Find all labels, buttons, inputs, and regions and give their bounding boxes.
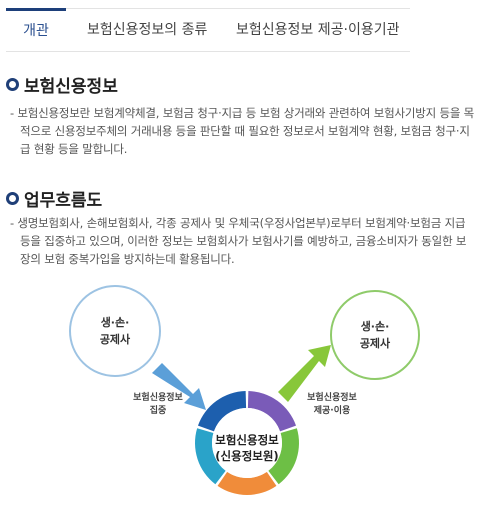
donut-segment-3 (195, 428, 226, 485)
section-body-insurance-credit-info: - 보험신용정보란 보험계약체결, 보험금 청구·지급 등 보험 상거래와 관련… (10, 106, 475, 156)
insurer-source-circle: 생·손· 공제사 (69, 285, 161, 377)
circle-bullet-icon (6, 78, 19, 91)
flow-in-line2: 집중 (149, 406, 167, 416)
center-label-line1: 보험신용정보 (215, 433, 279, 447)
center-label: 보험신용정보 (신용정보원) (212, 432, 282, 464)
donut-segment-2 (217, 471, 277, 495)
circle-label-line2: 공제사 (359, 337, 391, 350)
arrow-in-icon (152, 363, 206, 410)
flow-in-line1: 보험신용정보 (133, 393, 183, 403)
flow-out-line1: 보험신용정보 (307, 393, 357, 403)
flow-out-label: 보험신용정보 제공·이용 (292, 392, 372, 418)
tab-overview[interactable]: 개관 (6, 8, 66, 52)
section-title-text: 업무흐름도 (24, 191, 103, 211)
arrow-out-icon (278, 345, 331, 402)
donut-segment-4 (197, 391, 247, 432)
flow-out-line2: 제공·이용 (313, 406, 351, 416)
tab-providers[interactable]: 보험신용정보 제공·이용기관 (236, 22, 400, 38)
diagram-graphics (152, 345, 331, 495)
flow-in-label: 보험신용정보 집중 (118, 392, 198, 418)
tab-bar: 개관 보험신용정보의 종류 보험신용정보 제공·이용기관 (6, 8, 410, 52)
donut-segment-1 (268, 428, 299, 485)
section-title-workflow: 업무흐름도 (6, 186, 102, 211)
tab-info-types[interactable]: 보험신용정보의 종류 (87, 22, 208, 38)
center-donut (195, 391, 299, 495)
insurer-user-circle: 생·손· 공제사 (330, 290, 420, 380)
circle-label-line1: 생·손· (360, 320, 390, 333)
workflow-diagram: 생·손· 공제사 생·손· 공제사 보험신용정보 집중 보험신용정보 제공·이용… (0, 280, 482, 515)
donut-segment-0 (247, 391, 297, 432)
circle-label-line2: 공제사 (99, 333, 131, 346)
section-title-insurance-credit-info: 보험신용정보 (6, 72, 118, 97)
center-hole (212, 408, 282, 478)
section-title-text: 보험신용정보 (24, 77, 118, 97)
section-body-workflow: - 생명보험회사, 손해보험회사, 각종 공제사 및 우체국(우정사업본부)로부… (10, 216, 467, 266)
center-label-line2: (신용정보원) (215, 449, 279, 463)
circle-bullet-icon (6, 192, 19, 205)
circle-label-line1: 생·손· (100, 316, 130, 329)
